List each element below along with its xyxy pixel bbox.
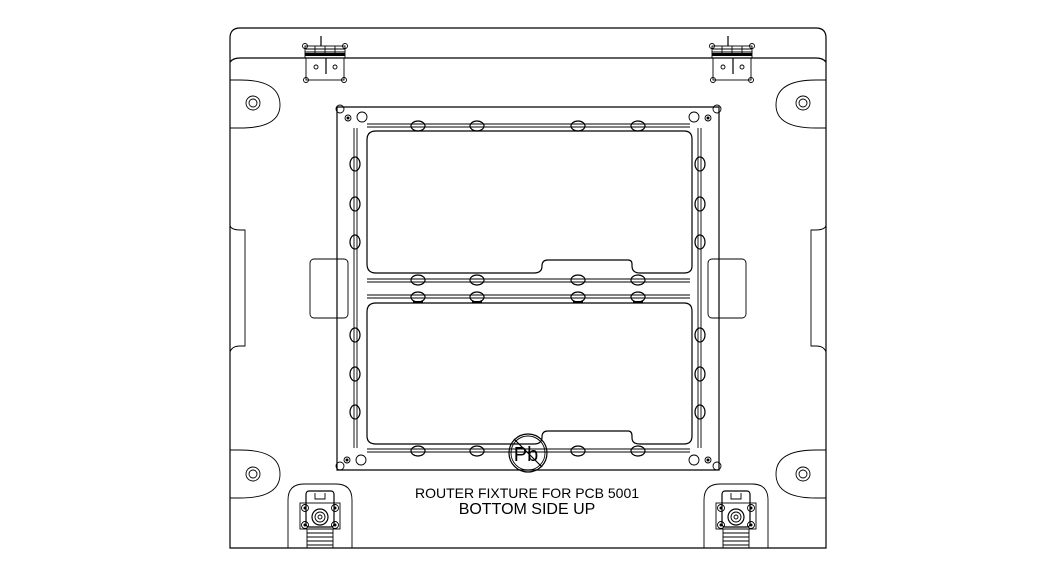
- clamp-slots: [349, 120, 706, 457]
- mounting-hole-top-left-icon: [245, 95, 261, 111]
- mounting-hole-bottom-right-icon: [795, 466, 811, 482]
- mounting-holes: [245, 95, 811, 482]
- drawing-subtitle: BOTTOM SIDE UP: [459, 501, 596, 518]
- drawing-title: ROUTER FIXTURE FOR PCB 5001: [415, 485, 639, 501]
- lead-free-text: Pb: [514, 444, 538, 466]
- latch-bottom-left-icon: [287, 483, 353, 549]
- hinge-top-right-icon: [709, 36, 755, 83]
- pcb-panel-upper: [366, 130, 693, 274]
- mounting-hole-bottom-left-icon: [245, 466, 261, 482]
- lead-free-icon: Pb: [508, 433, 548, 473]
- fixture-outline: [229, 27, 827, 549]
- hinge-top-left-icon: [302, 36, 348, 83]
- pcb-pallet-frame: [335, 104, 722, 471]
- latch-bottom-right-icon: [703, 483, 769, 549]
- side-tab-left: [309, 258, 349, 319]
- mounting-hole-top-right-icon: [795, 95, 811, 111]
- side-tab-right: [707, 258, 747, 319]
- pcb-panel-lower: [366, 302, 693, 445]
